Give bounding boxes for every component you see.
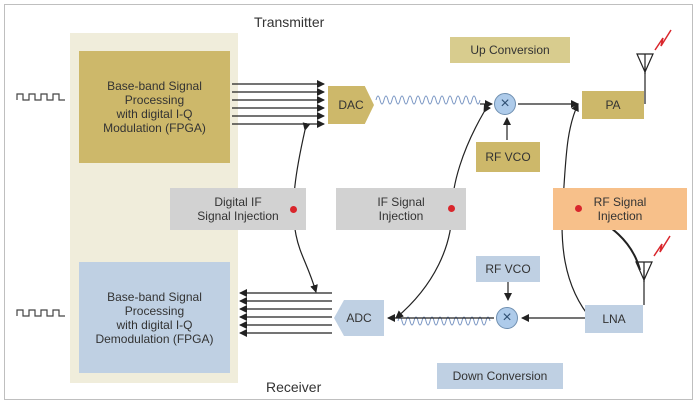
tx-antenna-icon [636, 53, 654, 74]
tx-rf-vco-block: RF VCO [476, 142, 540, 172]
tx-analog-wave [375, 95, 481, 105]
rx-data-bus [239, 289, 332, 337]
tx-data-bus [232, 80, 325, 128]
if-injection-box: IF Signal Injection [336, 188, 466, 230]
tx-radiation-icon [654, 29, 672, 51]
rx-digital-waveform-icon [16, 309, 65, 317]
tx-digital-waveform-icon [16, 93, 65, 101]
rf-injection-box: RF Signal Injection [553, 188, 687, 230]
lna-block: LNA [585, 305, 643, 333]
rx-baseband-box: Base-band Signal Processing with digital… [79, 262, 230, 373]
up-conversion-label: Up Conversion [450, 37, 570, 63]
rx-antenna-icon [635, 261, 653, 282]
digital-if-injection-path [292, 122, 318, 293]
adc-block: ADC [334, 300, 384, 336]
tx-baseband-box: Base-band Signal Processing with digital… [79, 51, 230, 163]
rf-injection-point [575, 205, 582, 212]
if-injection-point [448, 205, 455, 212]
digital-if-injection-box: Digital IF Signal Injection [170, 188, 306, 230]
transmitter-heading: Transmitter [254, 14, 325, 30]
rx-analog-wave [397, 316, 491, 326]
rx-rf-vco-block: RF VCO [476, 256, 540, 282]
dac-block: DAC [328, 86, 374, 124]
down-mixer-icon: × [496, 307, 518, 329]
diagram-frame [4, 4, 693, 400]
digital-if-injection-point [290, 206, 297, 213]
up-mixer-icon: × [494, 93, 516, 115]
down-conversion-label: Down Conversion [437, 363, 563, 389]
pa-block: PA [582, 91, 644, 119]
rx-radiation-icon [653, 235, 671, 257]
receiver-heading: Receiver [266, 379, 322, 395]
